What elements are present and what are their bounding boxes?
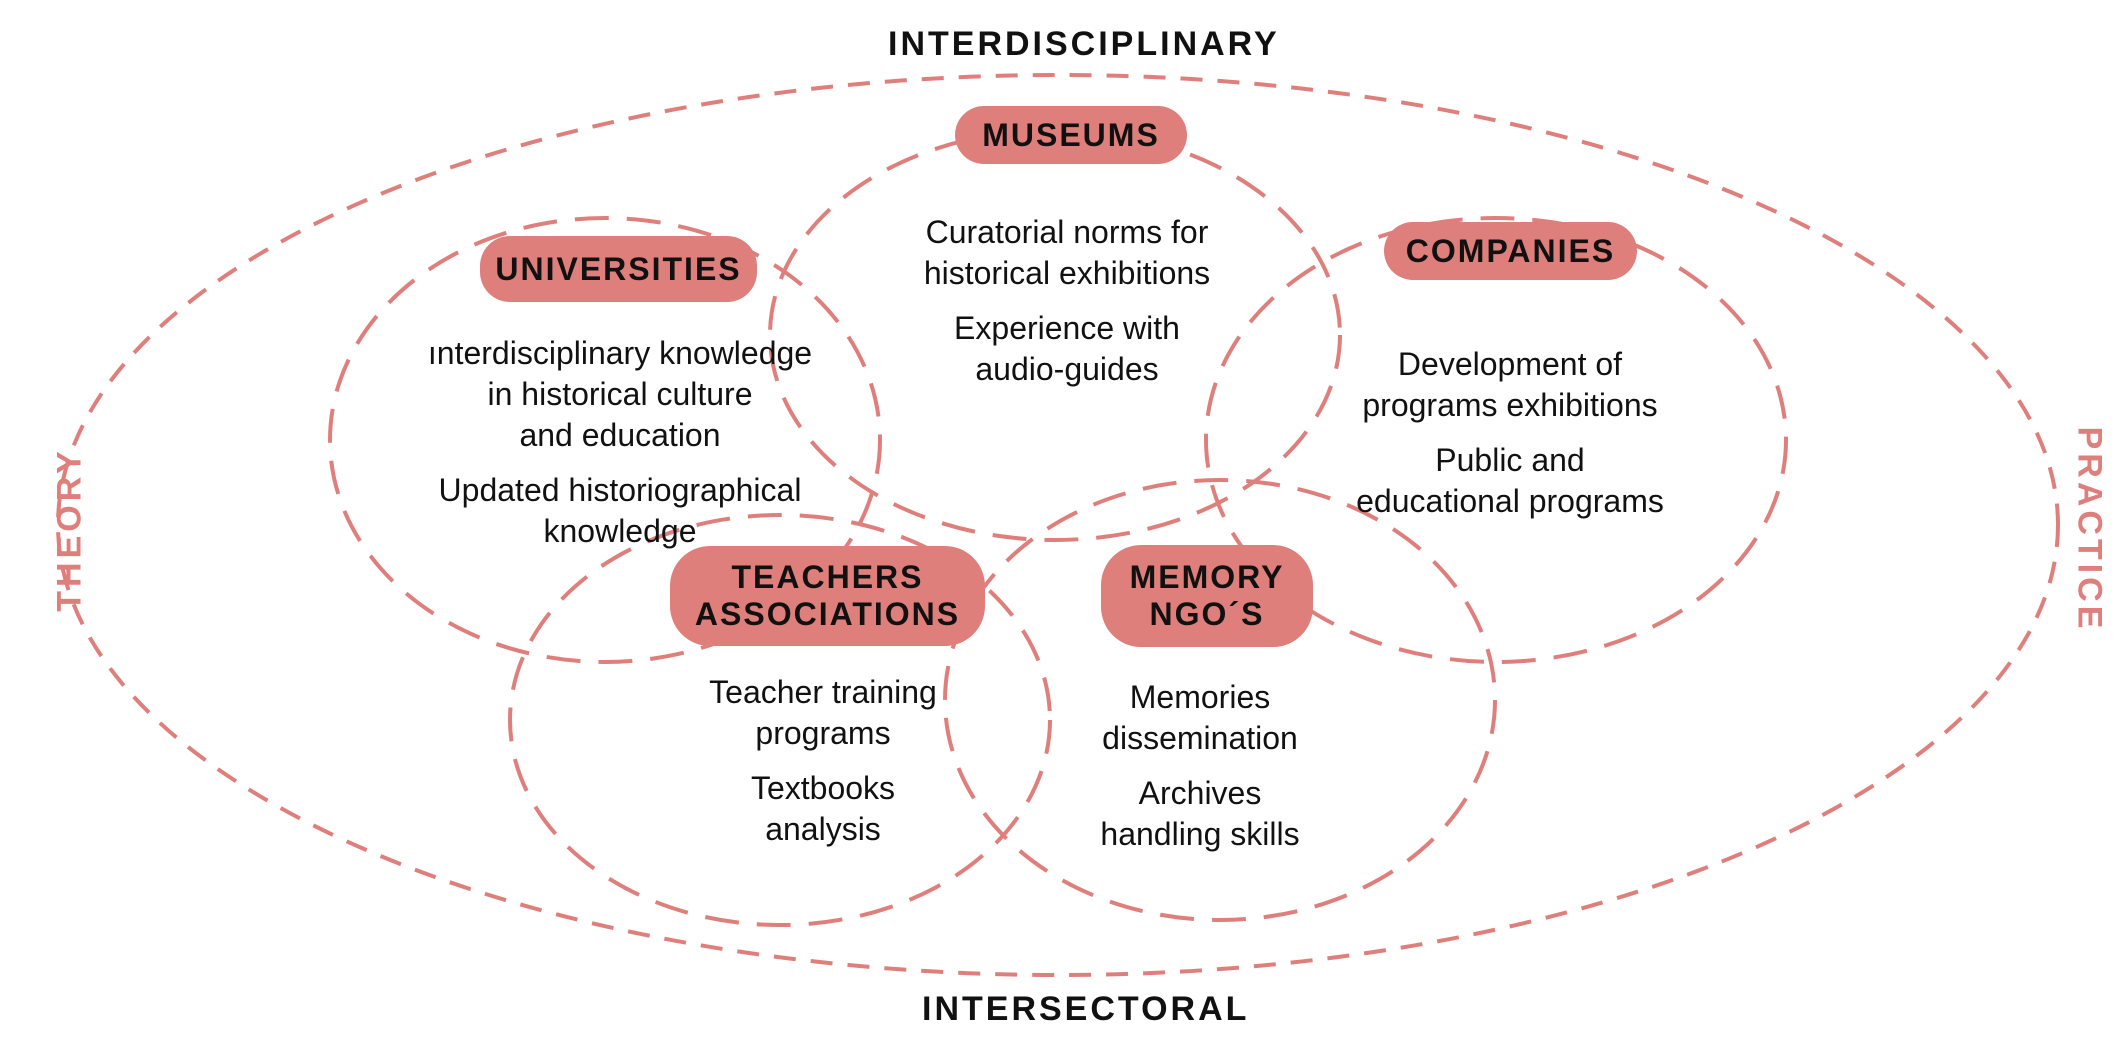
- universities-items: ınterdisciplinary knowledge in historica…: [428, 333, 812, 552]
- list-item: audio-guides: [975, 351, 1159, 387]
- list-item: handling skills: [1100, 816, 1300, 852]
- axis-label-right: PRACTICE: [2070, 426, 2109, 633]
- list-item: programs: [755, 715, 891, 751]
- memory-items: Memories dissemination Archives handling…: [1100, 677, 1299, 855]
- list-item: and education: [519, 417, 721, 453]
- list-item: ınterdisciplinary knowledge: [427, 335, 813, 371]
- memory-ngos-label: MEMORY NGO´S: [1101, 545, 1313, 647]
- universities-label-text: UNIVERSITIES: [495, 250, 742, 287]
- list-item: knowledge: [543, 513, 697, 549]
- list-item: Curatorial norms for: [925, 214, 1209, 250]
- list-item: Public and: [1435, 442, 1585, 478]
- outer-ellipse: [56, 73, 2060, 977]
- memory-label-line1: MEMORY: [1129, 559, 1285, 596]
- teachers-label-line1: TEACHERS: [731, 559, 924, 596]
- list-item: Memories: [1129, 679, 1271, 715]
- list-item: programs exhibitions: [1362, 387, 1658, 423]
- list-item: Textbooks: [750, 770, 896, 806]
- universities-circle: [328, 216, 882, 664]
- list-item: in historical culture: [487, 376, 753, 412]
- teachers-circle: [508, 513, 1052, 927]
- companies-circle: [1204, 216, 1788, 664]
- list-item: Development of: [1397, 346, 1623, 382]
- list-item: dissemination: [1102, 720, 1298, 756]
- teachers-label-line2: ASSOCIATIONS: [694, 596, 961, 632]
- list-item: Teacher training: [709, 674, 937, 710]
- companies-label: COMPANIES: [1384, 222, 1637, 280]
- axis-label-left: THEORY: [50, 447, 89, 612]
- universities-label: UNIVERSITIES: [480, 236, 757, 302]
- axis-label-top: INTERDISCIPLINARY: [888, 25, 1280, 63]
- list-item: Updated historiographical: [438, 472, 802, 508]
- museums-items: Curatorial norms for historical exhibiti…: [924, 212, 1210, 390]
- list-item: analysis: [765, 811, 881, 847]
- list-item: educational programs: [1356, 483, 1664, 519]
- museums-label-text: MUSEUMS: [982, 116, 1160, 153]
- list-item: Experience with: [954, 310, 1180, 346]
- memory-label-line2: NGO´S: [1149, 596, 1265, 632]
- museums-label: MUSEUMS: [955, 106, 1187, 164]
- companies-items: Development of programs exhibitions Publ…: [1356, 344, 1664, 522]
- teachers-items: Teacher training programs Textbooks anal…: [709, 672, 937, 850]
- memory-circle: [943, 478, 1497, 922]
- list-item: Archives: [1138, 775, 1262, 811]
- teachers-associations-label: TEACHERS ASSOCIATIONS: [670, 546, 985, 646]
- companies-label-text: COMPANIES: [1405, 232, 1616, 269]
- list-item: historical exhibitions: [923, 255, 1211, 291]
- axis-label-bottom: INTERSECTORAL: [922, 990, 1250, 1028]
